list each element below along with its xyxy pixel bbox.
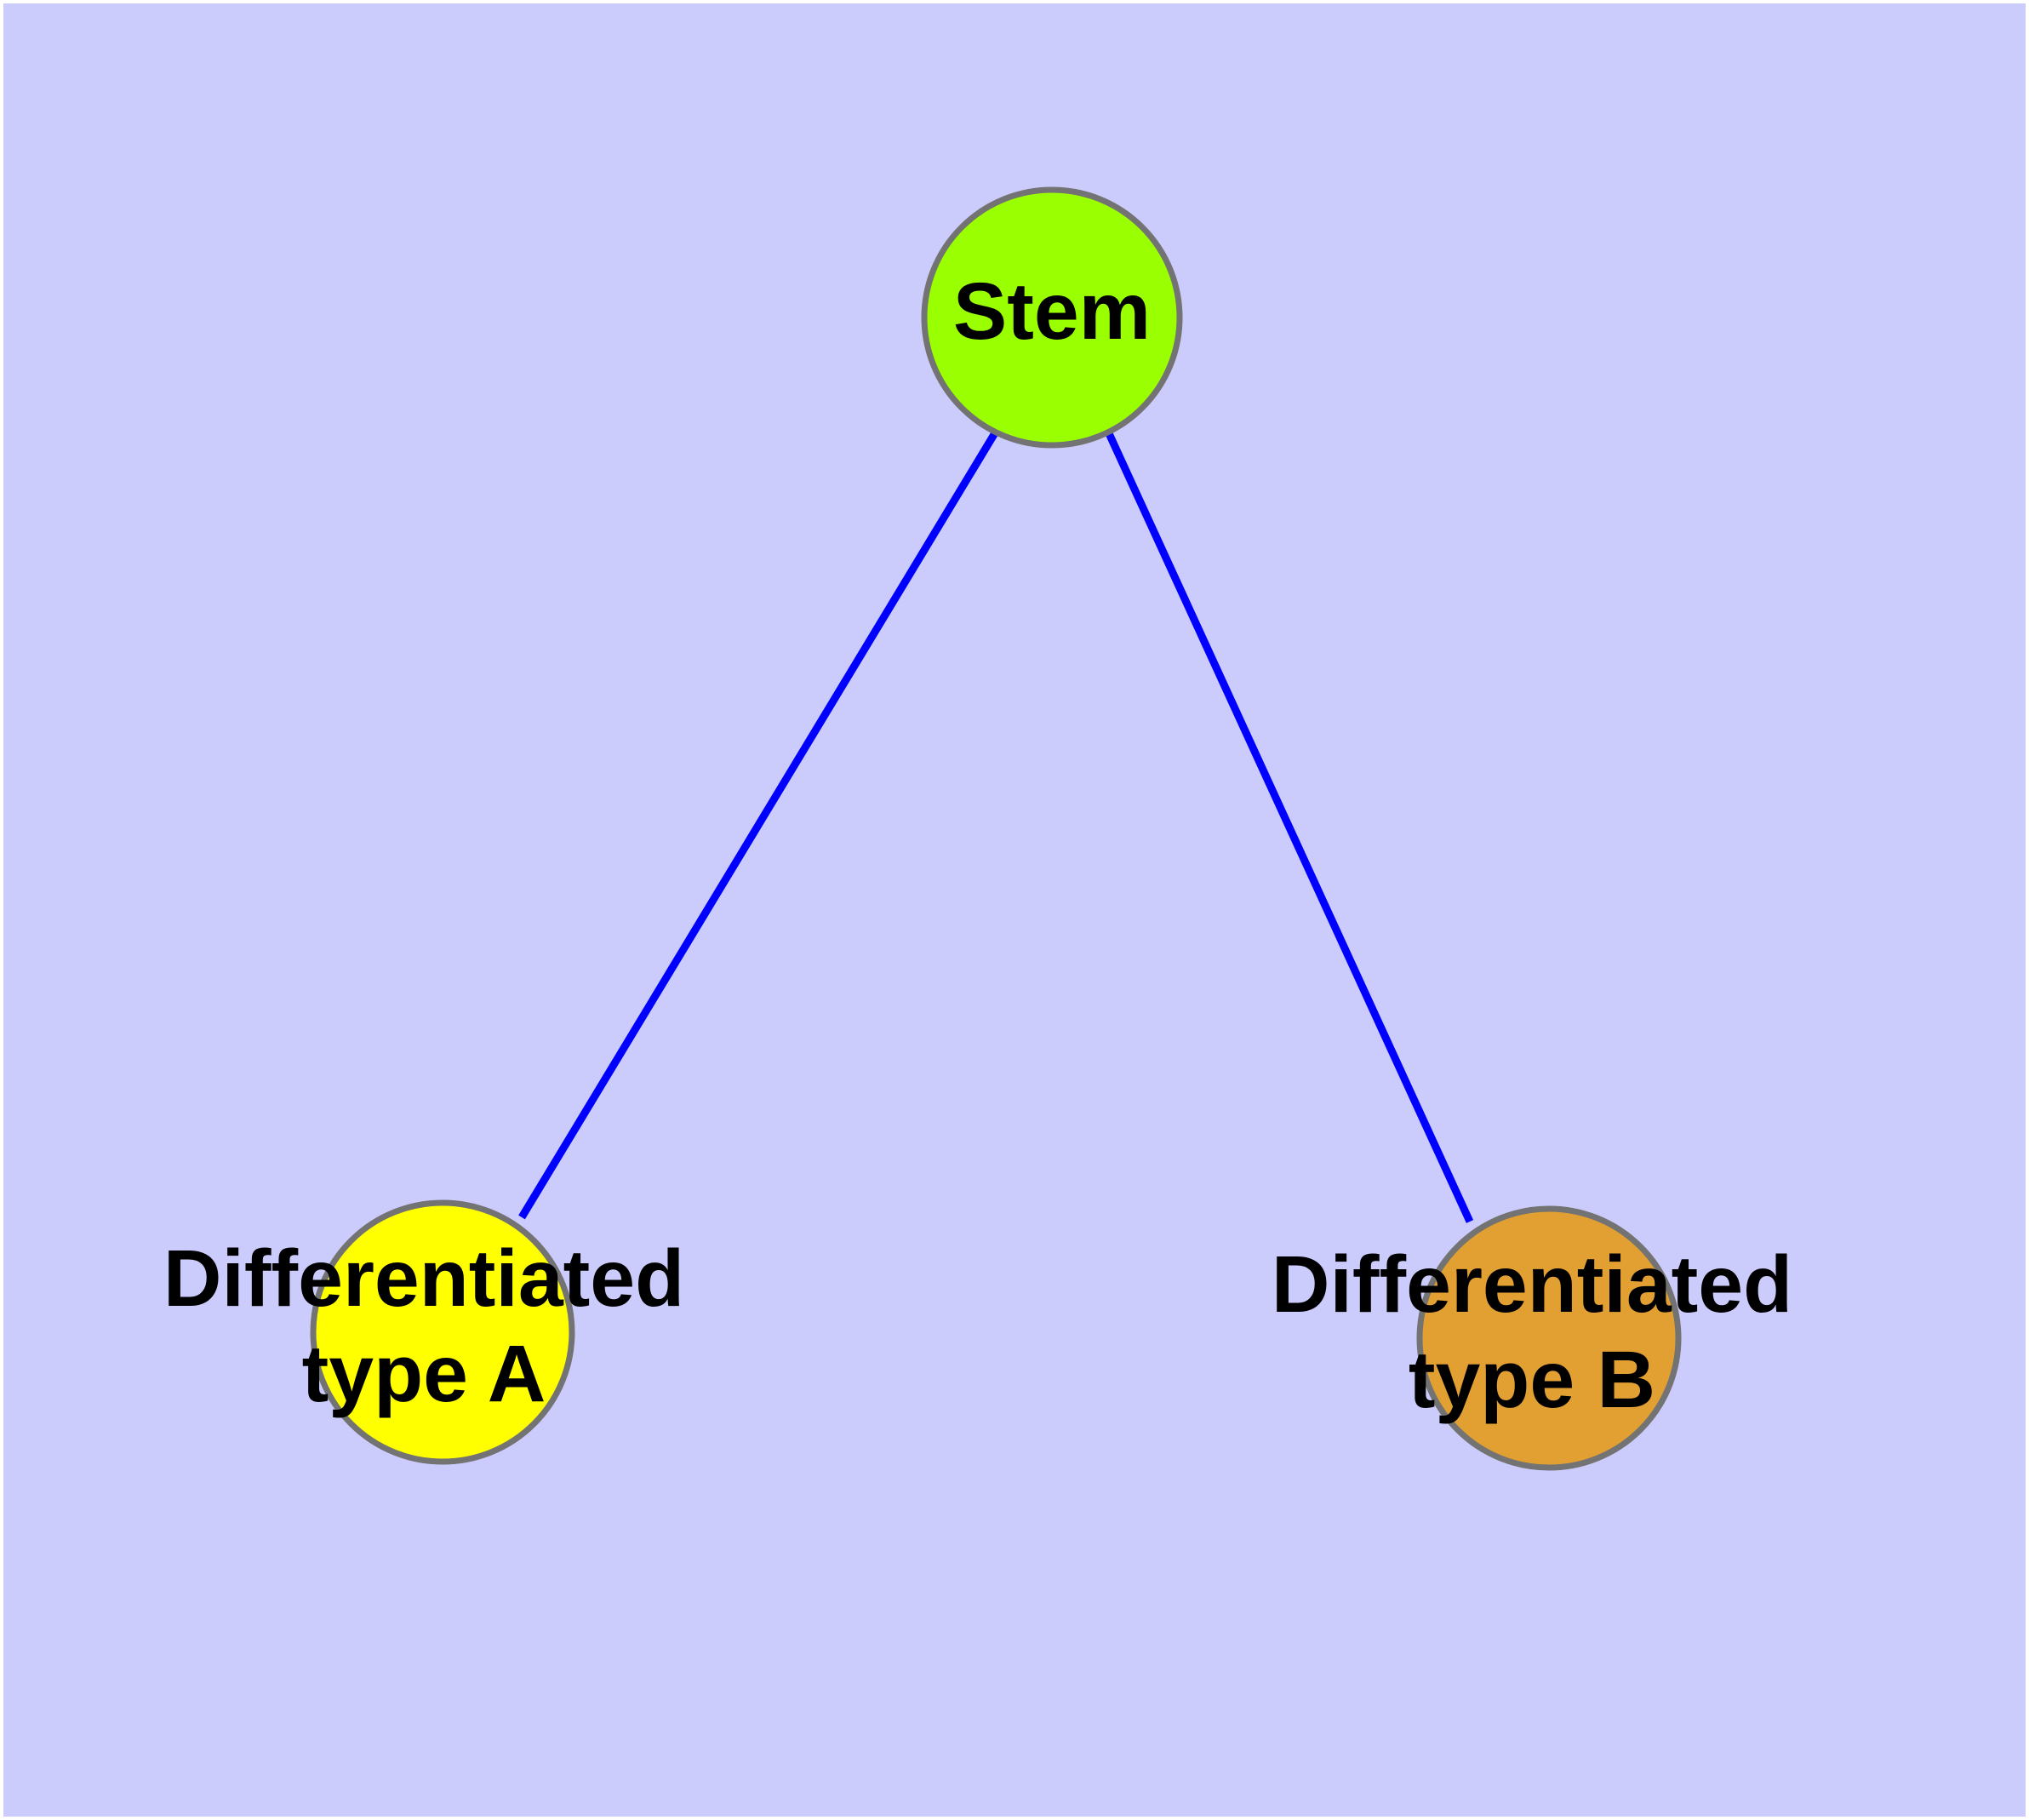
edges-layer (518, 429, 1474, 1223)
node-stem-label: Stem (953, 266, 1151, 357)
node-differentiated-type-b-circle[interactable] (1416, 1205, 1682, 1471)
node-stem[interactable]: Stem (921, 186, 1183, 449)
node-stem-circle[interactable] (921, 186, 1183, 449)
node-differentiated-type-a-circle[interactable] (310, 1199, 575, 1465)
edge-stem-to-differentiated-type-b[interactable] (1104, 430, 1474, 1223)
edge-stem-to-differentiated-type-a[interactable] (518, 429, 999, 1220)
